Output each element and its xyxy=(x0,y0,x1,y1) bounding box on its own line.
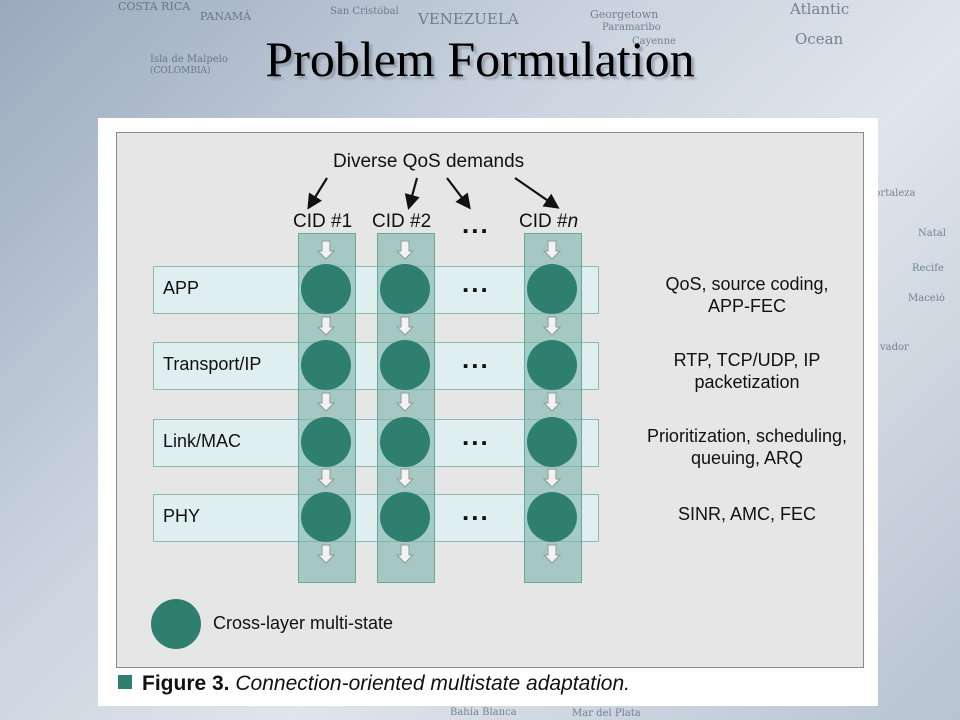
down-arrow-icon xyxy=(395,392,415,412)
layer-description: RTP, TCP/UDP, IP packetization xyxy=(673,350,821,392)
map-label: vador xyxy=(880,342,909,353)
slide-title: Problem Formulation xyxy=(265,31,695,87)
layer-description: QoS, source coding, APP-FEC xyxy=(665,274,829,316)
map-label: VENEZUELA xyxy=(418,10,519,28)
diagram-area: Diverse QoS demands APP... Transport/IP..… xyxy=(116,132,864,668)
multistate-node xyxy=(301,340,351,390)
figure-caption: Figure 3. Connection-oriented multistate… xyxy=(118,672,630,696)
map-label: Atlantic xyxy=(790,0,850,18)
map-label: Maceió xyxy=(908,293,945,304)
down-arrow-icon xyxy=(316,392,336,412)
legend-multistate-circle-icon xyxy=(151,599,201,649)
multistate-node xyxy=(380,340,430,390)
layer-label: Link/MAC xyxy=(163,431,242,451)
down-arrow-icon xyxy=(542,468,562,488)
caption-text: Connection-oriented multistate adaptatio… xyxy=(235,672,630,695)
down-arrow-icon xyxy=(316,544,336,564)
layer-ellipsis: ... xyxy=(462,496,490,526)
multistate-node xyxy=(380,492,430,542)
down-arrow-icon xyxy=(395,468,415,488)
figure-panel: Diverse QoS demands APP... Transport/IP..… xyxy=(98,118,878,706)
multistate-node xyxy=(301,264,351,314)
map-label: Isla de Malpelo xyxy=(150,54,228,65)
map-label: Natal xyxy=(918,228,946,239)
cid-label: CID #n xyxy=(519,211,578,233)
cid-label-prefix: CID # xyxy=(519,211,568,232)
map-label: Mar del Plata xyxy=(572,708,641,719)
down-arrow-icon xyxy=(395,544,415,564)
caption-square-icon xyxy=(118,675,132,689)
multistate-node xyxy=(527,340,577,390)
down-arrow-icon xyxy=(395,316,415,336)
map-label: Fortaleza xyxy=(868,188,916,199)
caption-figure-number: Figure 3. xyxy=(142,672,230,695)
cid-label-prefix: CID # xyxy=(372,211,421,232)
down-arrow-icon xyxy=(542,392,562,412)
cid-label: CID #1 xyxy=(293,211,352,233)
qos-arrow xyxy=(404,177,420,210)
map-label: Paramaribo xyxy=(602,22,661,33)
down-arrow-icon xyxy=(316,240,336,260)
multistate-node xyxy=(380,417,430,467)
cid-label: CID #2 xyxy=(372,211,431,233)
layer-ellipsis: ... xyxy=(462,268,490,298)
map-label: Cayenne xyxy=(632,36,676,47)
down-arrow-icon xyxy=(395,240,415,260)
multistate-node xyxy=(527,264,577,314)
multistate-node xyxy=(380,264,430,314)
arrows-layer xyxy=(307,177,562,564)
qos-arrow xyxy=(446,177,471,210)
cid-ellipsis: ... xyxy=(462,209,490,239)
map-label: COSTA RICA xyxy=(118,0,191,13)
qos-arrow xyxy=(307,177,328,210)
map-label: (COLOMBIA) xyxy=(150,66,211,76)
layer-label: PHY xyxy=(163,506,201,526)
qos-demands-heading: Diverse QoS demands xyxy=(333,151,525,172)
multistate-node xyxy=(301,492,351,542)
layer-ellipsis: ... xyxy=(462,344,490,374)
down-arrow-icon xyxy=(316,468,336,488)
down-arrow-icon xyxy=(542,316,562,336)
layer-ellipsis: ... xyxy=(462,421,490,451)
layer-description: SINR, AMC, FEC xyxy=(677,504,816,524)
legend-label: Cross-layer multi-state xyxy=(213,613,394,633)
layer-description: Prioritization, scheduling, queuing, ARQ xyxy=(646,426,848,468)
layer-label: Transport/IP xyxy=(163,354,262,374)
cid-label-prefix: CID # xyxy=(293,211,342,232)
multistate-node xyxy=(527,492,577,542)
down-arrow-icon xyxy=(542,544,562,564)
map-label: Bahía Blanca xyxy=(450,707,517,718)
map-label: San Cristóbal xyxy=(330,6,399,17)
map-label: Ocean xyxy=(795,30,844,48)
down-arrow-icon xyxy=(542,240,562,260)
cid-label-id: n xyxy=(567,211,579,232)
multistate-node xyxy=(301,417,351,467)
multistate-node xyxy=(527,417,577,467)
cid-label-id: 2 xyxy=(420,211,432,232)
down-arrow-icon xyxy=(316,316,336,336)
cid-label-id: 1 xyxy=(341,211,353,232)
map-label: Recife xyxy=(912,263,944,274)
map-label: PANAMÁ xyxy=(200,10,252,23)
qos-arrow xyxy=(514,177,560,209)
layer-label: APP xyxy=(163,278,200,298)
map-label: Georgetown xyxy=(590,8,659,21)
